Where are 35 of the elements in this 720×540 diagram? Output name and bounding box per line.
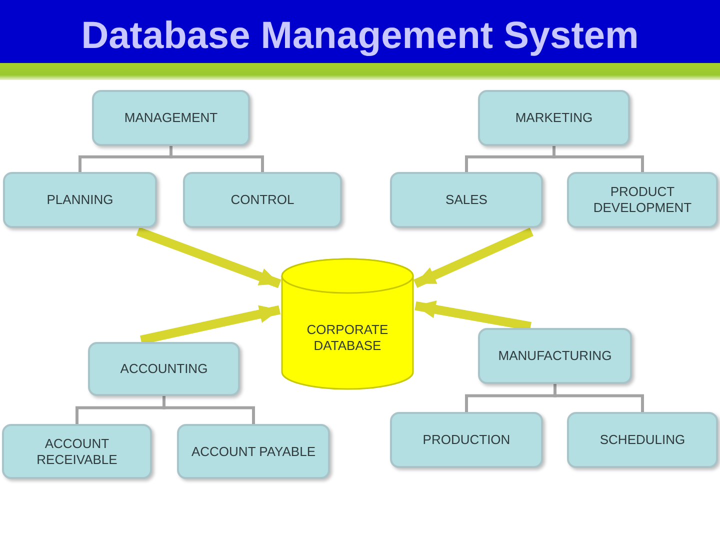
title: Database Management System [80,14,640,58]
arrow [414,228,534,288]
process-box [567,412,718,468]
process-box [390,412,543,468]
node-label: ACCOUNT RECEIVABLE [36,436,118,468]
process-box [183,172,342,228]
process-box [478,90,630,146]
process-box [478,328,632,384]
node-label: ACCOUNT PAYABLE [191,444,316,460]
connector-line [162,396,255,424]
node-label: ACCOUNTING [120,361,208,377]
connector-line [552,146,644,172]
process-box [88,342,240,396]
node-label: SALES [446,192,488,208]
process-box [390,172,543,228]
connector-line [554,384,644,412]
process-box [3,172,157,228]
node-label: MANUFACTURING [498,348,612,364]
node-label: CORPORATE DATABASE [306,322,390,354]
process-box [567,172,718,228]
database-cylinder [281,258,414,390]
arrow [140,305,280,344]
connector-line [170,146,264,172]
node-label: PRODUCT DEVELOPMENT [592,184,693,216]
arrow [414,300,532,331]
node-label: PRODUCTION [422,432,510,448]
process-box [2,424,152,479]
arrow [136,226,282,288]
node-label: PLANNING [46,192,114,208]
node-label: SCHEDULING [600,432,686,448]
process-box [92,90,250,146]
process-box [177,424,330,479]
node-label: MANAGEMENT [124,110,218,126]
node-label: CONTROL [230,192,294,208]
node-label: MARKETING [515,110,593,126]
